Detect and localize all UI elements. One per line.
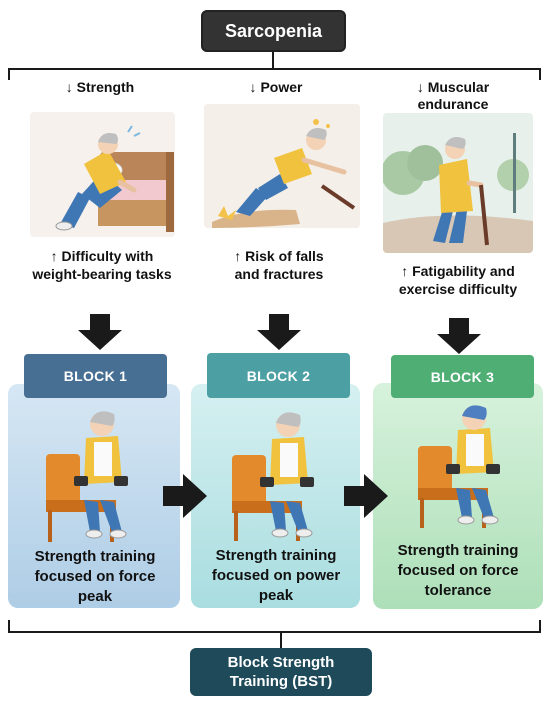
- consequence-weight-bearing: ↑ Difficulty with weight-bearing tasks: [28, 247, 176, 283]
- deficit-label: Power: [260, 79, 303, 95]
- top-bracket: [8, 68, 541, 70]
- deficit-power: ↓ Power: [226, 79, 326, 96]
- top-bracket-right-tick: [539, 68, 541, 80]
- up-arrow-icon: ↑: [234, 248, 242, 264]
- deficit-strength: ↓ Strength: [40, 79, 160, 96]
- deficit-endurance: ↓ Muscular endurance: [398, 79, 508, 113]
- bottom-bracket-left-tick: [8, 620, 10, 632]
- chair-exercise-2-illustration: [232, 412, 314, 541]
- block-1-description: Strength training focused on force peak: [16, 547, 174, 607]
- up-arrow-icon: ↑: [401, 263, 409, 279]
- consequence-label: Fatigability and exercise difficulty: [398, 263, 518, 297]
- title-text: Sarcopenia: [224, 20, 323, 41]
- deficit-label: Strength: [76, 79, 135, 95]
- consequence-fatigability: ↑ Fatigability and exercise difficulty: [398, 262, 518, 298]
- chair-exercise-3-illustration: [418, 405, 500, 528]
- chair-exercise-1-illustration: [46, 411, 128, 542]
- block-header-label: BLOCK 2: [246, 367, 311, 384]
- title-box: Sarcopenia: [201, 10, 346, 52]
- bottom-stem: [280, 632, 282, 649]
- block-2-header: BLOCK 2: [207, 353, 350, 398]
- block-description-text: Strength training focused on power peak: [211, 547, 341, 604]
- bottom-bracket-right-tick: [539, 620, 541, 632]
- block-description-text: Strength training focused on force peak: [34, 548, 156, 605]
- bottom-bracket: [8, 631, 541, 633]
- block-2-description: Strength training focused on power peak: [198, 546, 354, 606]
- block-3-description: Strength training focused on force toler…: [378, 541, 538, 601]
- up-arrow-icon: ↑: [50, 248, 58, 264]
- bed-struggle-illustration: [30, 112, 175, 237]
- down-arrow-1-icon: [78, 314, 122, 350]
- block-header-label: BLOCK 3: [430, 368, 495, 385]
- top-stem: [272, 52, 274, 69]
- deficit-label: Muscular endurance: [417, 79, 490, 112]
- top-bracket-left-tick: [8, 68, 10, 80]
- block-2-panel: [191, 384, 360, 608]
- bst-box: Block Strength Training (BST): [190, 648, 372, 696]
- consequence-falls: ↑ Risk of falls and fractures: [224, 247, 334, 283]
- block-header-label: BLOCK 1: [63, 368, 128, 384]
- right-arrow-2-icon: [344, 474, 388, 518]
- down-arrow-icon: ↓: [249, 79, 257, 95]
- down-arrow-2-icon: [257, 314, 301, 350]
- walking-cane-illustration: [383, 113, 533, 253]
- block-description-text: Strength training focused on force toler…: [397, 542, 519, 599]
- down-arrow-icon: ↓: [65, 79, 73, 95]
- right-arrow-1-icon: [163, 474, 207, 518]
- consequence-label: Difficulty with weight-bearing tasks: [32, 248, 172, 282]
- block-1-header: BLOCK 1: [24, 354, 167, 398]
- consequence-label: Risk of falls and fractures: [234, 248, 324, 282]
- down-arrow-icon: ↓: [416, 79, 424, 95]
- down-arrow-3-icon: [437, 318, 481, 354]
- block-3-header: BLOCK 3: [391, 355, 534, 398]
- bst-label: Block Strength Training (BST): [227, 654, 335, 690]
- fall-illustration: [204, 104, 360, 228]
